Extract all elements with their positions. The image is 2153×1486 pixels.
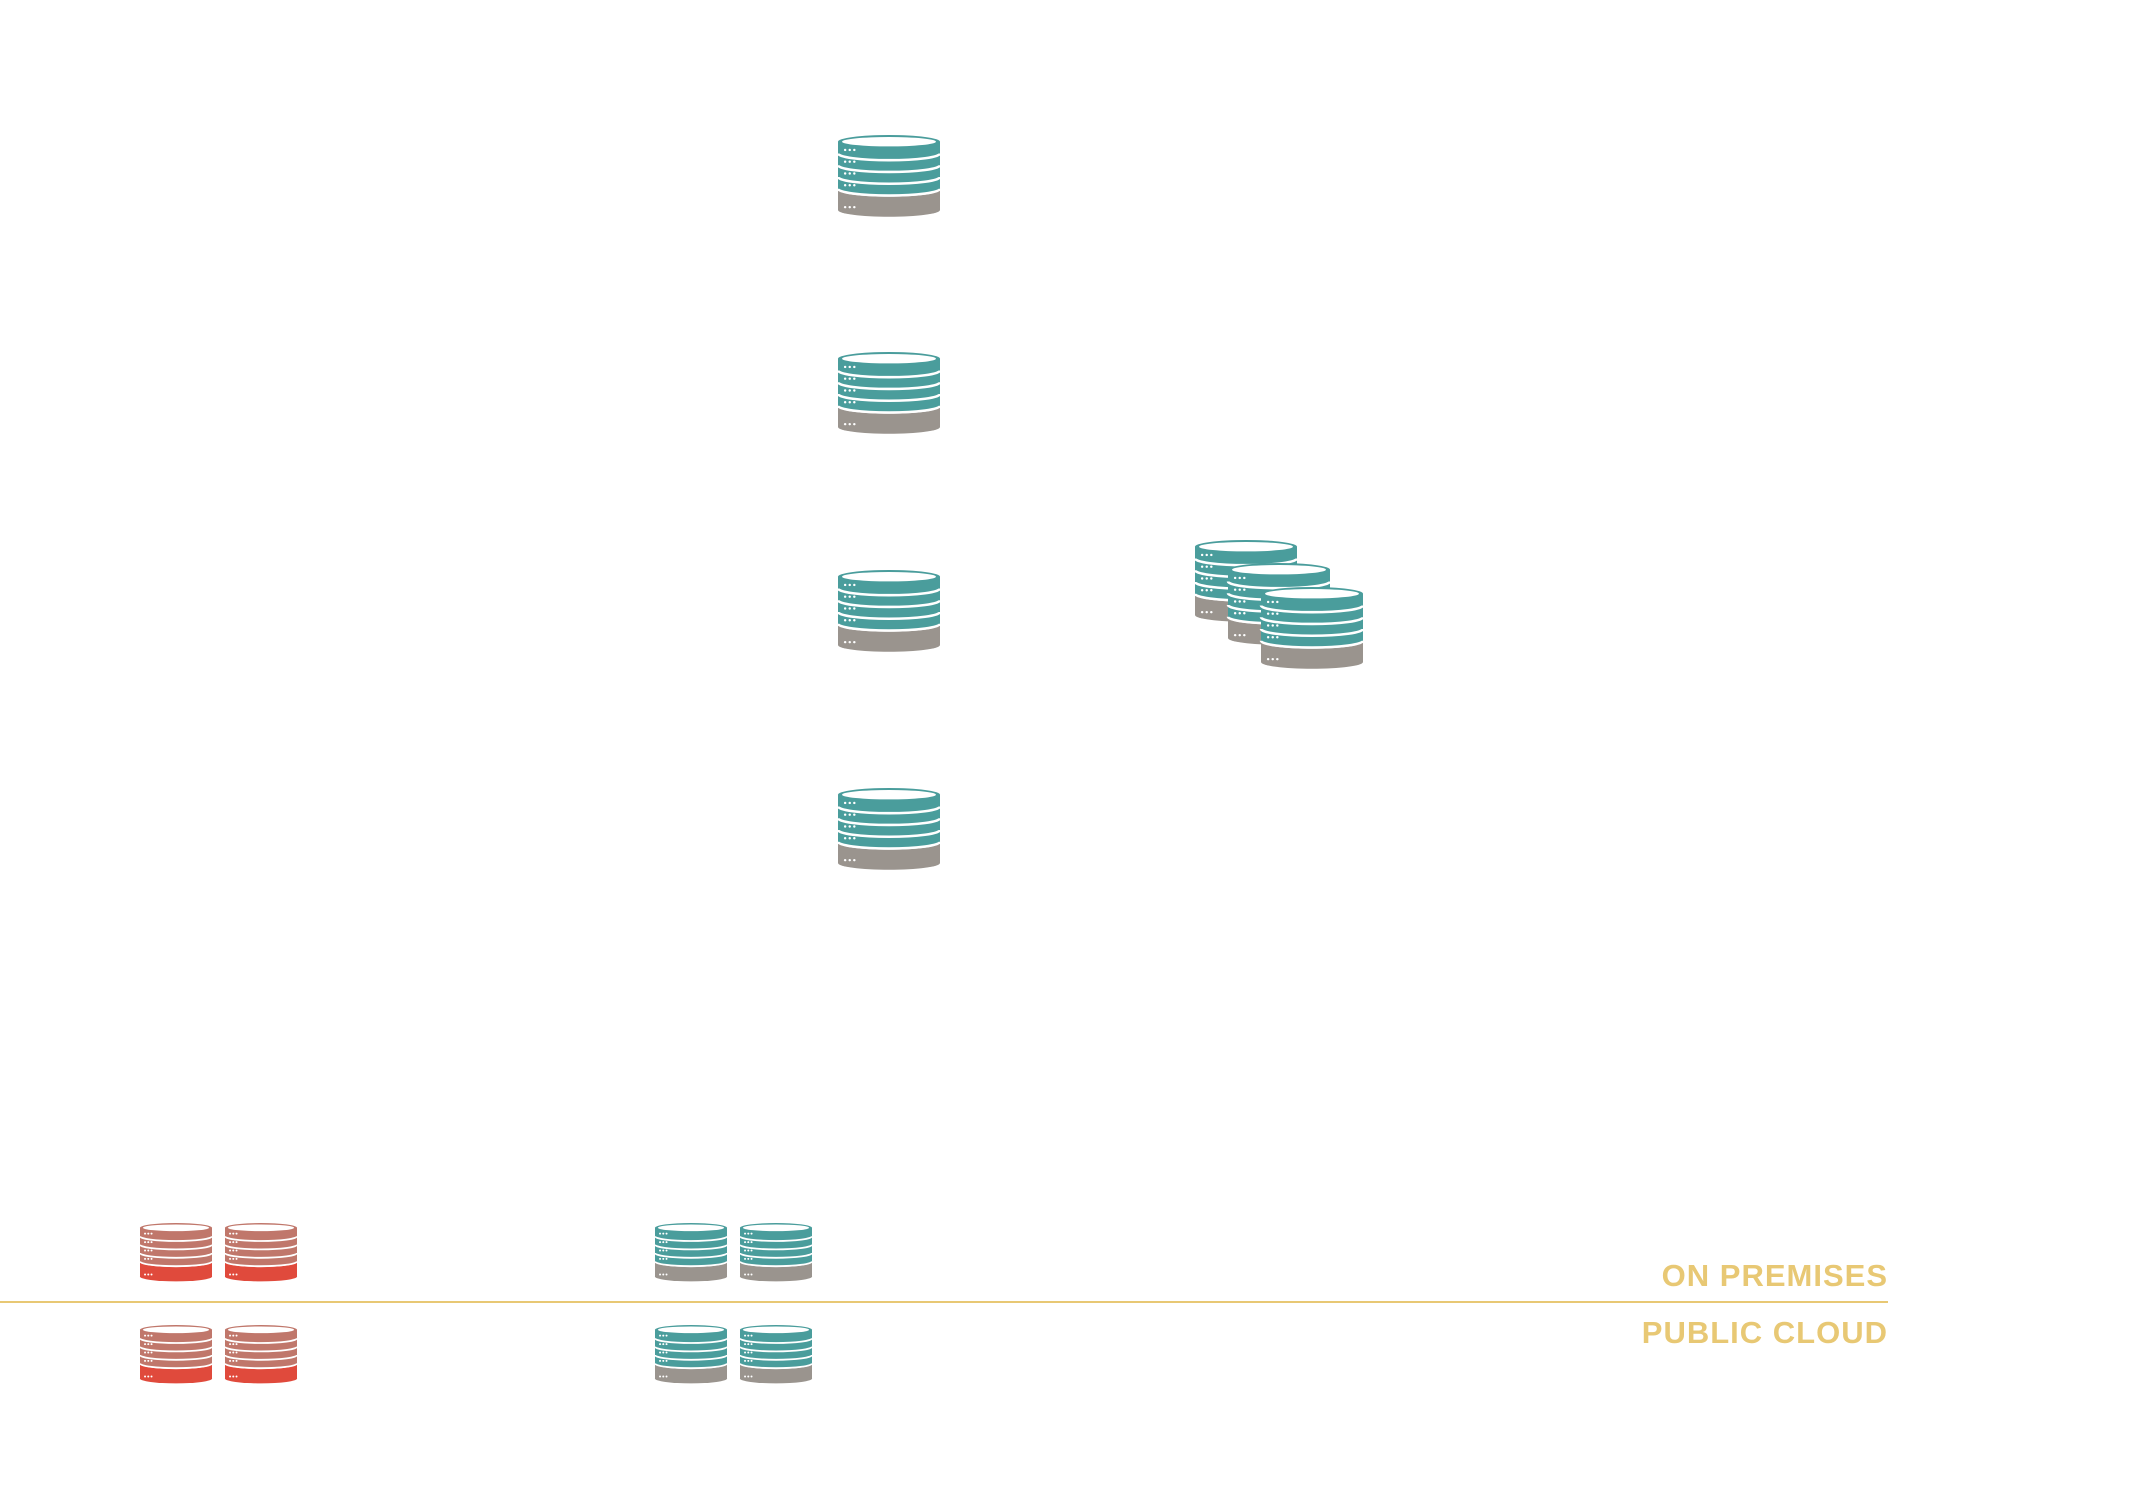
red-server-icon-3 xyxy=(139,1325,213,1384)
database-server-icon-3 xyxy=(836,570,942,652)
public-cloud-label: PUBLIC CLOUD xyxy=(1641,1315,1888,1350)
teal-small-server-icon-1 xyxy=(654,1223,728,1282)
teal-small-server-icon-2 xyxy=(739,1223,813,1282)
teal-small-server-icon-3 xyxy=(654,1325,728,1384)
red-server-icon-1 xyxy=(139,1223,213,1282)
boundary-line xyxy=(0,1301,1888,1303)
database-server-icon-2 xyxy=(836,352,942,434)
database-server-icon-1 xyxy=(836,135,942,217)
cluster-server-icon-3 xyxy=(1259,587,1365,669)
database-server-icon-4 xyxy=(836,788,942,870)
teal-small-server-icon-4 xyxy=(739,1325,813,1384)
red-server-icon-2 xyxy=(224,1223,298,1282)
red-server-icon-4 xyxy=(224,1325,298,1384)
on-premises-label: ON PREMISES xyxy=(1661,1258,1888,1293)
database-cluster-icon xyxy=(1193,540,1365,669)
